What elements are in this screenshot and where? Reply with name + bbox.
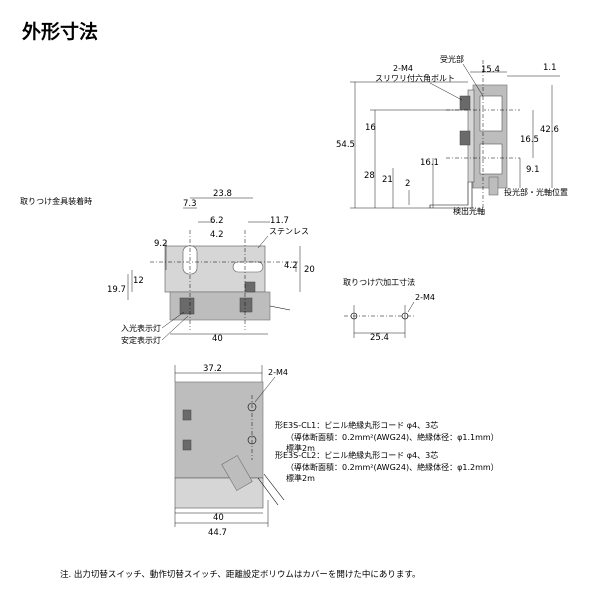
emitter-axis-label: 投光部・光軸位置 [504, 187, 568, 197]
dim-9-1: 9.1 [526, 165, 540, 175]
cable-cl1: 形E3S-CL1：ビニル絶縁丸形コード φ4、3芯 [275, 420, 438, 430]
screw-label: 2-M4 [393, 64, 413, 73]
dim-16-1: 16.1 [420, 158, 439, 168]
hole-screw-label: 2-M4 [415, 293, 435, 302]
dim-42-6: 42.6 [540, 125, 559, 135]
dim-7-3: 7.3 [183, 199, 197, 209]
dim-2: 2 [405, 179, 410, 189]
stainless-label: ステンレス [269, 227, 309, 236]
page-title: 外形寸法 [22, 20, 98, 43]
hole-heading: 取りつけ穴加工寸法 [343, 277, 415, 287]
cable-spec: 形E3S-CL1：ビニル絶縁丸形コード φ4、3芯 （導体断面積：0.2mm²(… [275, 420, 499, 483]
sensor-front-body [174, 381, 264, 479]
bracket-foot [429, 182, 473, 209]
dim-21: 21 [382, 175, 393, 185]
dim-23-8: 23.8 [213, 189, 232, 199]
dim-44-7: 44.7 [208, 528, 227, 538]
cable-cl2: 形E3S-CL2：ビニル絶縁丸形コード φ4、3芯 [275, 450, 438, 460]
dim-54-5: 54.5 [336, 140, 355, 150]
dim-19-7: 19.7 [107, 285, 126, 295]
front-indicator-2 [182, 439, 192, 451]
bracket-view: 取りつけ金具装着時 23.8 7.3 6.2 11.7 4.2 ステンレス 9.… [20, 189, 315, 345]
dim-4-2-top: 4.2 [210, 230, 224, 240]
dim-37-2: 37.2 [203, 364, 222, 374]
dim-20: 20 [304, 265, 315, 275]
emitter-window [479, 143, 503, 175]
screw-desc: スリワリ付六角ボルト [375, 73, 455, 83]
receiver-window [479, 95, 503, 132]
cable-cl1-detail: （導体断面積：0.2mm²(AWG24)、絶縁体径：φ1.1mm） [286, 432, 499, 442]
bolt-upper [459, 95, 471, 111]
dim-1-1: 1.1 [543, 63, 557, 73]
input-lamp-label: 入光表示灯 [121, 323, 161, 333]
cable-gland [221, 455, 253, 491]
dim-16-5: 16.5 [520, 135, 539, 145]
dim-6-2: 6.2 [210, 216, 224, 226]
dim-4-2-side: 4.2 [284, 261, 298, 271]
cable-stub [488, 176, 499, 196]
screw-head [244, 281, 256, 293]
cable-cl1-std: 標準2m [286, 443, 315, 453]
stable-lamp-label: 安定表示灯 [121, 335, 161, 345]
dim-9-2: 9.2 [154, 239, 168, 249]
dim-15-4: 15.4 [481, 65, 500, 75]
screw-block [239, 297, 253, 313]
indicator-block [179, 297, 195, 315]
side-view: 15.4 1.1 54.5 42.6 16 16.5 28 16.1 9.1 2… [336, 54, 568, 216]
bracket-heading: 取りつけ金具装着時 [20, 196, 92, 206]
detect-axis-label: 検出光軸 [453, 206, 485, 216]
dim-12: 12 [133, 276, 144, 286]
cable-cl2-detail: （導体断面積：0.2mm²(AWG24)、絶縁体径：φ1.2mm） [286, 462, 499, 472]
dim-28: 28 [364, 171, 375, 181]
dim-11-7: 11.7 [270, 216, 289, 226]
dim-16: 16 [365, 123, 376, 133]
front-screw-label: 2-M4 [268, 368, 288, 377]
hole-view: 取りつけ穴加工寸法 2-M4 25.4 [343, 277, 435, 343]
slot-right [232, 261, 264, 273]
receiver-label: 受光部 [440, 54, 464, 64]
footnote: 注. 出力切替スイッチ、動作切替スイッチ、距離設定ボリウムはカバーを開けた中にあ… [60, 569, 421, 580]
front-view: 37.2 2-M4 40 44.7 [174, 364, 288, 538]
dim-40: 40 [212, 334, 223, 344]
cable-cl2-std: 標準2m [286, 473, 315, 483]
front-indicator-1 [182, 409, 192, 421]
hole-dim-25-4: 25.4 [370, 333, 389, 343]
bolt-lower [459, 130, 471, 146]
dim-40-front: 40 [213, 513, 224, 523]
